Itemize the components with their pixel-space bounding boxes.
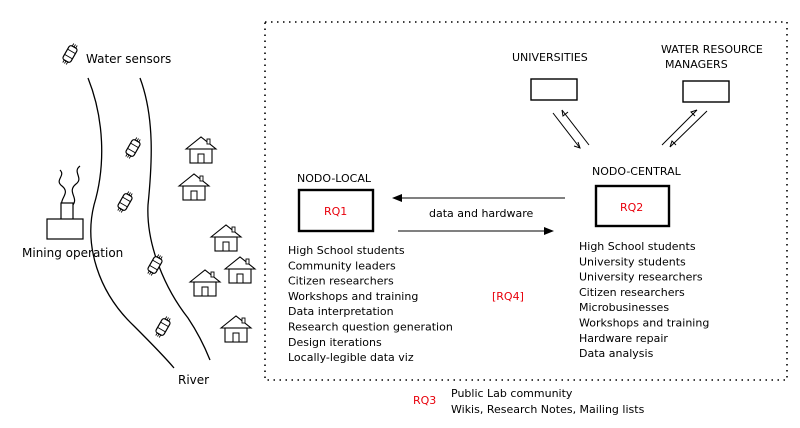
nodo-local-list-item: Research question generation <box>288 321 453 334</box>
nodo-local-list-item: Design iterations <box>288 336 382 349</box>
nodo-central-list-item: University researchers <box>579 271 703 284</box>
universities-link-arrows <box>552 109 590 149</box>
nodo-central-title: NODO-CENTRAL <box>592 165 682 178</box>
public-lab-boundary <box>264 21 788 381</box>
smoke-icon <box>58 169 66 209</box>
nodo-central-list-item: Microbusinesses <box>579 301 669 314</box>
river-label: River <box>178 373 209 387</box>
universities-box <box>530 78 578 101</box>
mining-operation: Mining operation <box>22 165 123 260</box>
nodo-local-list-item: High School students <box>288 244 405 257</box>
sensor-legend: Water sensors <box>60 41 171 67</box>
water-managers-box <box>682 80 730 103</box>
house-icon <box>178 173 210 201</box>
nodo-local-box <box>297 188 375 233</box>
water-sensor-icon <box>60 41 80 67</box>
water-managers-label-2: MANAGERS <box>665 58 728 71</box>
sensor-legend-label: Water sensors <box>86 52 171 66</box>
nodo-central-list-item: Citizen researchers <box>579 286 685 299</box>
rq1-label: RQ1 <box>324 205 347 218</box>
house-icon <box>210 224 242 252</box>
river-right-bank <box>139 77 211 361</box>
river-left-bank <box>87 77 175 369</box>
public-lab-title: Public Lab community <box>451 387 573 400</box>
nodo-central-list-item: Hardware repair <box>579 332 668 345</box>
river-sensor-icon <box>115 189 135 215</box>
managers-link-arrows <box>661 109 708 148</box>
nodo-local-list-item: Data interpretation <box>288 305 394 318</box>
chimney <box>60 202 74 221</box>
nodo-local-list-item: Workshops and training <box>288 290 418 303</box>
public-lab-subtitle: Wikis, Research Notes, Mailing lists <box>451 403 645 416</box>
nodo-central-list-item: High School students <box>579 240 696 253</box>
mine-building-icon <box>46 218 84 240</box>
data-hardware-arrows <box>392 194 565 235</box>
rq3-label: RQ3 <box>413 394 436 407</box>
smoke-icon <box>71 165 81 207</box>
nodo-local-list-item: Community leaders <box>288 259 396 272</box>
mining-label: Mining operation <box>22 246 123 260</box>
rq4-label: [RQ4] <box>492 290 524 303</box>
house-icon <box>220 315 252 343</box>
house-icon <box>224 256 256 284</box>
river-sensor-icon <box>123 135 143 161</box>
nodo-local-list-item: Locally-legible data viz <box>288 351 414 364</box>
house-icon <box>189 269 221 297</box>
nodo-central-list-item: Data analysis <box>579 347 654 360</box>
river-sensor-icon <box>153 314 173 340</box>
nodo-central-list-item: University students <box>579 255 686 268</box>
data-hardware-label: data and hardware <box>429 207 534 220</box>
nodo-local-title: NODO-LOCAL <box>297 172 372 185</box>
nodo-local-list-item: Citizen researchers <box>288 275 394 288</box>
nodo-central-list-item: Workshops and training <box>579 317 709 330</box>
house-icon <box>185 136 217 164</box>
water-managers-label-1: WATER RESOURCE <box>661 43 763 56</box>
universities-label: UNIVERSITIES <box>512 51 588 64</box>
rq2-label: RQ2 <box>620 201 643 214</box>
nodo-central-box <box>594 184 671 228</box>
